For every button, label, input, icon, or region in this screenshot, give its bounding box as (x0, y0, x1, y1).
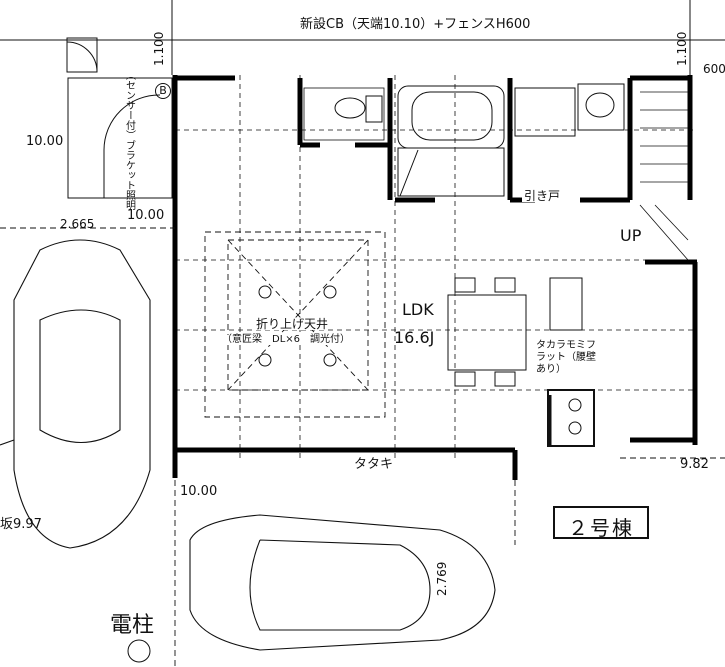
bracket-light-note: （センサー付）ブラケット照明 (123, 70, 135, 210)
raised-ceiling-zone (204, 231, 386, 418)
dimension-1100-left: 1.100 (152, 31, 166, 66)
level-982: 9.82 (680, 457, 709, 472)
level-997: 坂9.97 (0, 517, 42, 532)
stove-burner-icon (568, 398, 582, 412)
kitchen-note: タカラモミフラット（腰壁あり） (536, 340, 596, 375)
ldk-label: LDK (402, 300, 434, 319)
bracket-light-symbol: B (155, 83, 171, 99)
ldk-area: 16.6J (394, 328, 435, 347)
toilet-bowl (334, 97, 366, 119)
utility-pole-label: 電柱 (110, 613, 155, 638)
bathtub (397, 85, 505, 149)
building-number-box: ２号棟 (553, 506, 649, 540)
building-number: ２号棟 (568, 516, 634, 540)
dimension-2665: 2.665 (60, 217, 95, 231)
car-left-icon (0, 239, 151, 549)
utility-pole-icon (127, 639, 151, 663)
dimension-600: 600 (703, 62, 725, 76)
dining-table (447, 294, 527, 371)
level-tataki: 10.00 (180, 484, 218, 499)
car-bottom-icon (189, 514, 496, 651)
top-fence-note: 新設CB（天端10.10）+フェンスH600 (300, 17, 531, 32)
wash-basin (514, 87, 576, 137)
dimension-2769: 2.769 (435, 561, 449, 596)
entry-door-swing (103, 94, 161, 151)
ceiling-note-1: 折り上げ天井 (256, 317, 329, 331)
tataki-label: タタキ (352, 457, 396, 472)
level-entry: 10.00 (26, 134, 64, 149)
sliding-door-label: 引き戸 (522, 189, 563, 203)
level-porch: 10.00 (127, 208, 165, 223)
kitchen-sink (549, 277, 583, 331)
ceiling-note-2: （意匠梁 DL×6 調光付） (222, 334, 351, 345)
dimension-1100-right: 1.100 (675, 31, 689, 66)
stairs-up-label: UP (620, 226, 642, 245)
